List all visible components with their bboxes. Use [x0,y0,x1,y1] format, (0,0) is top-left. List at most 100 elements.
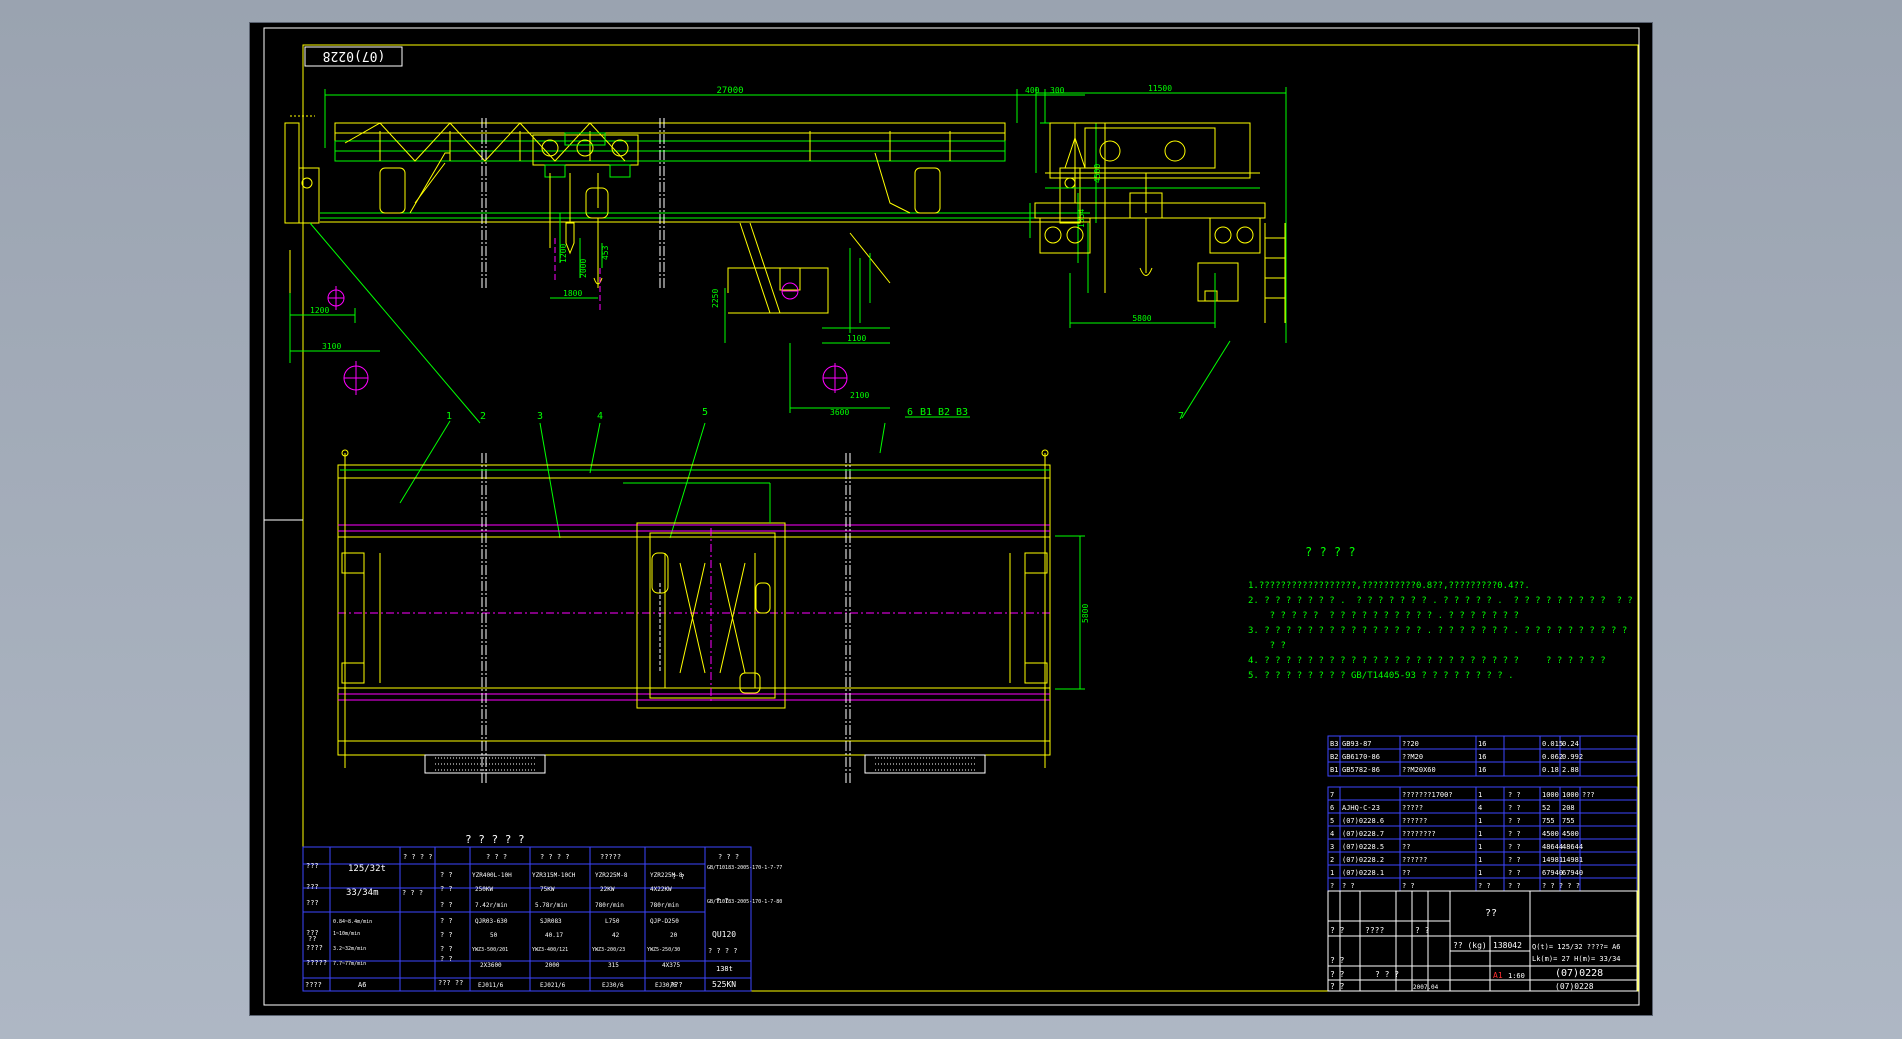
bom-cell: 1 [1478,843,1482,851]
title-misc-3: ? ? [1415,926,1430,935]
title-sheet: A1 [1493,971,1503,980]
spec-header-1: ? ? ? ? [403,853,433,861]
bom-cell: 755 [1542,817,1555,825]
bom-cell: GB93-87 [1342,740,1372,748]
drawing-sheet: (07)0228 27000 400 300 4500 1854 [250,23,1652,1015]
bom-cell: B3 [1330,740,1338,748]
spec-r1-c9: ? ? ? [718,853,739,861]
bom-cell: ????? [1402,804,1423,812]
dim-side-11500: 11500 [1148,84,1172,93]
bom-cell: ? [1330,882,1334,890]
title-misc-7: ? ? [1330,982,1345,991]
bom-cell: AJHQ-C-23 [1342,804,1380,812]
note-line: 4. ? ? ? ? ? ? ? ? ? ? ? ? ? ? ? ? ? ? ?… [1248,656,1606,666]
dim-side-5800: 5800 [1132,314,1151,323]
bom-cell: 0.015 [1542,740,1563,748]
spec-r6-c8: ? ? ? ? [708,947,738,955]
bom-cell: 3 [1330,843,1334,851]
spec-r3-c6: 780r/min [595,902,624,909]
bom-cell: 1 [1478,791,1482,799]
spec-r6-c2: 3.2~32m/min [333,946,366,952]
bom-cell: ? ? [1508,843,1521,851]
title-scale: 1:60 [1508,972,1525,980]
bom-cell: 0.24 [1562,740,1579,748]
spec-r2-c2: 33/34m [346,888,379,898]
bom-cell: ? ? [1402,882,1415,890]
spec-r7-c3: ? ? [440,955,453,963]
title-capacity: Q(t)= 125/32 ????= A6 [1532,943,1621,951]
note-line: 5. ? ? ? ? ? ? ? ? GB/T14405-93 ? ? ? ? … [1248,671,1514,681]
spec-r4-c1: ?? [308,935,316,943]
spec-r4-c3: ? ? [440,917,453,925]
dim-1200: 1200 [310,306,329,315]
bom-cell: ? ? ? ? ? [1542,882,1580,890]
bom-cell: 16 [1478,766,1486,774]
spec-r4-c7: QJP-D250 [650,918,679,925]
bom-cell: ??M20 [1402,753,1423,761]
bom-cell: ? ? [1478,882,1491,890]
bom-cell: ??M20X60 [1402,766,1436,774]
spec-r6-c4: YWZ3-500/201 [472,947,508,953]
bom-cell: 1 [1478,817,1482,825]
dim-400: 400 [1025,86,1040,95]
bom-cell: ? ? [1508,830,1521,838]
note-line: 3. ? ? ? ? ? ? ? ? ? ? ? ? ? ? ? . ? ? ?… [1248,626,1628,636]
spec-r2-c1: ??? [306,883,319,891]
dim-300: 300 [1050,86,1065,95]
spec-note-top: GB/T10183-2005-170-1-7-77 [707,865,782,871]
spec-r4-c5: SJR083 [540,918,562,925]
bom-cell: 2.88 [1562,766,1579,774]
spec-r2-c3: ? ? ? [402,889,423,897]
bom-cell: 755 [1562,817,1575,825]
spec-r7-c5: 2000 [545,962,560,969]
spec-r2-c7: 22KW [600,886,615,893]
spec-r7-c2: 7.7~77m/min [333,961,366,967]
dim-3100: 3100 [322,342,341,351]
dim-2250: 2250 [711,289,720,308]
balloon-labels: 1 2 3 4 5 6 B1 B2 B3 7 [446,407,1184,422]
spec-r6-c3: ? ? [440,945,453,953]
balloon-b1: B1 [920,407,932,418]
title-misc-5: ? ? [1330,970,1345,979]
bom-cell: 0.062 [1542,753,1563,761]
spec-r1-c8: ? ? [672,873,685,881]
title-misc-1: ? ? [1330,926,1345,935]
spec-table [302,846,752,992]
spec-r2-c5: 250KW [475,886,493,893]
bom-cell: 48644 [1562,843,1583,851]
spec-r6-c7: YWZ5-250/30 [647,947,680,953]
title-code-small: (07)0228 [1555,982,1594,991]
spec-r3-c1: ??? [306,899,319,907]
bom-cell: ? ? [1508,856,1521,864]
spec-r5-c7: 20 [670,932,678,939]
spec-r1-c4: YZR400L-10H [472,872,512,879]
bom-cell: ???????1700? [1402,791,1453,799]
title-header: ?? [1485,908,1497,919]
bom-cell: 1 [1330,869,1334,877]
balloon-1: 1 [446,411,452,422]
spec-table-text: ? ? ? ? ? ? ? ? ? ? ? ????? ??? 125/32t … [305,853,782,989]
outer-border [263,27,1640,1006]
spec-r1-c1: ??? [306,862,319,870]
spec-r5-c2: 1~10m/min [333,931,360,937]
balloon-b3: B3 [956,407,968,418]
spec-r1-c7: YZR225M-8 [650,872,683,879]
spec-r5-c6: 42 [612,932,620,939]
spec-r5-c3: ? ? [440,931,453,939]
bom-cell: 4 [1478,804,1482,812]
bom-cell: (07)0228.5 [1342,843,1384,851]
bom-cell: ?? [1402,843,1410,851]
balloon-4: 4 [597,411,603,422]
title-weight: 138042 [1493,941,1522,950]
bom-cell: (07)0228.2 [1342,856,1384,864]
notes-list: 1.??????????????????,??????????0.8??,???… [1248,579,1633,684]
bom-cell: ?????? [1402,856,1427,864]
bom-cell: 16 [1478,753,1486,761]
spec-header-2: ? ? ? [486,853,507,861]
dim-1100: 1100 [847,334,866,343]
dim-plan-gauge: 5800 [1081,604,1090,623]
title-misc-2: ???? [1365,926,1384,935]
title-misc-4: ? ? [1330,956,1345,965]
note-line: 1.??????????????????,??????????0.8??,???… [1248,581,1530,591]
